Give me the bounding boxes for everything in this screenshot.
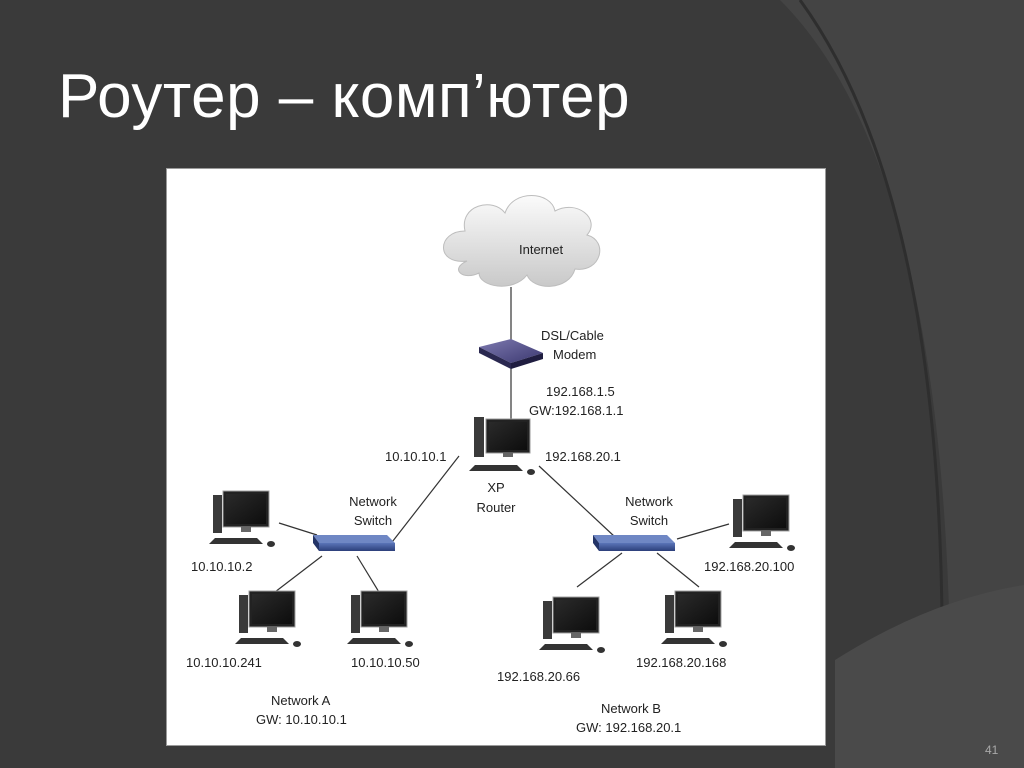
pc-a2-ip-label: 10.10.10.241: [186, 655, 262, 670]
pc-b2-ip-label: 192.168.20.66: [497, 669, 581, 684]
network-b-name: Network B: [601, 701, 661, 716]
diagram-canvas: [209, 195, 795, 653]
link-switch-b-pc-b2: [576, 552, 623, 588]
network-diagram: Internet DSL/Cable Modem 192.168.1.5 GW:…: [166, 168, 826, 746]
modem-label-line1: DSL/Cable: [541, 328, 604, 343]
router-pc-icon: [469, 417, 535, 475]
switch-a-label-line2: Switch: [353, 513, 393, 528]
slide-number: 41: [985, 743, 999, 757]
link-router-switch-a: [388, 455, 460, 547]
network-switch-b-icon: [593, 535, 675, 551]
pc-b3-icon: [661, 590, 727, 647]
router-ip-left-label: 10.10.10.1: [385, 449, 447, 464]
slide-title: Роутер – комп’ютер: [58, 62, 631, 131]
pc-a2-icon: [235, 590, 301, 647]
pc-a1-icon: [209, 490, 275, 547]
dsl-modem-icon: [479, 339, 543, 369]
router-label-line2: Router: [476, 500, 516, 515]
switch-b-label-line2: Switch: [629, 513, 669, 528]
pc-a3-ip-label: 10.10.10.50: [351, 655, 420, 670]
pc-b3-ip-label: 192.168.20.168: [636, 655, 727, 670]
pc-b2-icon: [539, 596, 605, 653]
modem-label-line2: Modem: [553, 347, 597, 362]
network-switch-a-icon: [313, 535, 395, 551]
router-ip-right-label: 192.168.20.1: [545, 449, 621, 464]
network-a-name: Network A: [271, 693, 331, 708]
link-switch-b-pc-b1: [676, 523, 730, 540]
modem-gw-label: GW:192.168.1.1: [529, 403, 624, 418]
pc-a1-ip-label: 10.10.10.2: [191, 559, 253, 574]
pc-b1-ip-label: 192.168.20.100: [704, 559, 795, 574]
network-b-gw: GW: 192.168.20.1: [576, 720, 682, 735]
network-a-gw: GW: 10.10.10.1: [256, 712, 347, 727]
internet-cloud-icon: [443, 195, 601, 287]
link-switch-a-pc-a1: [278, 522, 318, 536]
link-router-switch-b: [538, 465, 616, 538]
switch-a-label-line1: Network: [349, 494, 397, 509]
router-label-line1: XP: [487, 480, 505, 495]
pc-b1-icon: [729, 494, 795, 551]
modem-ip-label: 192.168.1.5: [546, 384, 615, 399]
switch-b-label-line1: Network: [625, 494, 673, 509]
pc-a3-icon: [347, 590, 413, 647]
link-switch-a-pc-a2: [274, 555, 323, 593]
link-switch-b-pc-b3: [656, 552, 700, 588]
internet-label: Internet: [519, 242, 564, 257]
